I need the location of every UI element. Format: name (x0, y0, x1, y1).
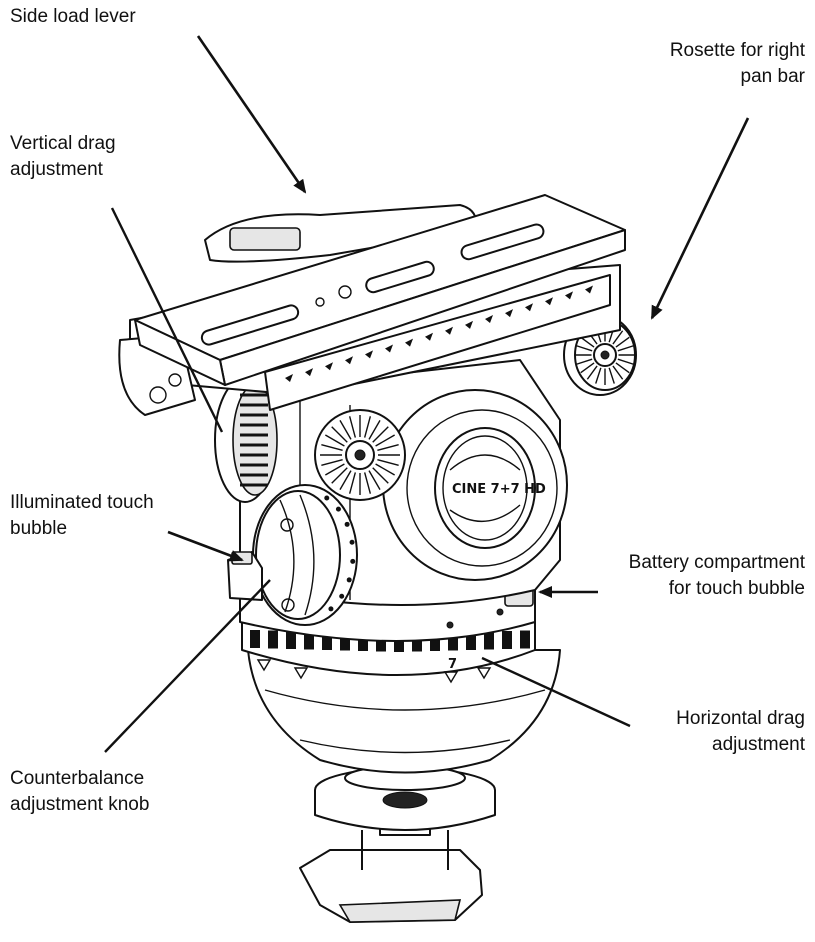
ring-rib (412, 633, 422, 652)
rosette-tooth (615, 336, 630, 348)
label-side-load-lever: Side load lever (10, 6, 136, 27)
camera-plate (118, 194, 626, 416)
leader-horizontal-drag (481, 656, 631, 728)
label-horizontal-drag-adjustment: Horizontal drag adjustment (676, 708, 805, 755)
label-vertical-drag-adjustment: Vertical drag adjustment (10, 133, 116, 180)
counterbalance-tick (349, 539, 355, 545)
rosette-tooth (612, 330, 624, 345)
plate-scale (264, 274, 611, 411)
ring-rib (322, 632, 332, 650)
scale-mark (445, 326, 453, 335)
ring-rib (466, 632, 476, 650)
rosette-tooth (363, 472, 372, 494)
rosette-tooth (612, 365, 624, 380)
rosette-tooth (586, 365, 598, 380)
counterbalance-tick (350, 558, 356, 564)
ring-rib (484, 631, 494, 650)
bowl-clamp-handle (299, 830, 483, 923)
ring-rib (448, 632, 458, 651)
horizontal-drag-ring: 7 (241, 619, 536, 684)
rosette-tooth (608, 367, 615, 384)
label-counterbalance-knob: Counterbalance adjustment knob (10, 768, 150, 815)
rosette-tooth (368, 470, 381, 490)
side-cover: CINE 7+7 HD (382, 389, 568, 581)
scale-mark (365, 350, 373, 359)
arrow-side-load-lever (196, 35, 307, 194)
label-illuminated-touch-bubble: Illuminated touch bubble (10, 492, 154, 539)
arrow-rosette-right (650, 117, 750, 320)
scale-mark (325, 362, 333, 371)
scale-mark (525, 303, 533, 312)
logo-badge (434, 427, 536, 549)
scale-mark (285, 374, 293, 382)
label-rosette-right-pan-bar: Rosette for right pan bar (669, 40, 805, 87)
rosette-tooth (576, 345, 593, 352)
rosette-tooth (363, 416, 372, 438)
rosette-tooth (576, 358, 593, 365)
scale-mark (585, 285, 593, 294)
scale-mark (565, 291, 573, 300)
scale-mark (505, 309, 513, 318)
counterbalance-tick (344, 521, 350, 527)
rosette-tooth (372, 467, 389, 484)
rosette-tooth (321, 458, 343, 467)
ring-rib (394, 634, 404, 652)
arrow-touch-bubble (167, 530, 244, 562)
scale-mark (305, 368, 313, 377)
half-ball-bowl (247, 649, 561, 774)
counterbalance-tick (339, 593, 345, 599)
ring-rib (520, 630, 530, 649)
rosette-tooth (368, 420, 381, 440)
leader-counterbalance (104, 579, 271, 753)
ring-rib (430, 633, 440, 651)
ring-rib (502, 631, 512, 649)
rosette-tooth (339, 420, 352, 440)
rosette-tooth (617, 358, 634, 365)
scale-mark (345, 356, 353, 365)
counterbalance-tick (324, 495, 330, 501)
counterbalance-tick (328, 606, 334, 612)
label-battery-compartment: Battery compartment for touch bubble (628, 552, 805, 599)
ring-rib (250, 630, 260, 648)
rosette-left (314, 409, 406, 501)
rosette-tooth (375, 463, 395, 476)
rosette-tooth (339, 470, 352, 490)
drag-dial-digit: 7 (448, 657, 457, 672)
ring-rib (358, 633, 368, 651)
ring-rib (286, 631, 296, 649)
scale-mark (385, 344, 393, 353)
ring-rib (304, 631, 314, 650)
counterbalance-knob (252, 484, 358, 626)
ring-rib (268, 630, 278, 649)
product-marking-text: CINE 7+7 HD (452, 482, 546, 497)
rosette-tooth (375, 434, 395, 447)
ring-rib (340, 632, 350, 651)
scale-mark (465, 320, 473, 329)
rosette-tooth (372, 426, 389, 443)
rosette-tooth (377, 443, 399, 452)
rosette-tooth (348, 472, 357, 494)
rosette-tooth (580, 362, 595, 374)
rosette-tooth (595, 367, 602, 384)
rosette-tooth (325, 434, 345, 447)
rosette-tooth (331, 467, 348, 484)
rosette-tooth (321, 443, 343, 452)
rosette-tooth (580, 336, 595, 348)
scale-mark (545, 297, 553, 306)
vertical-drag-knob (214, 377, 278, 503)
scale-mark (405, 338, 413, 347)
rosette-tooth (617, 345, 634, 352)
scale-mark (425, 332, 433, 341)
rosette-tooth (348, 416, 357, 438)
rosette-tooth (377, 458, 399, 467)
counterbalance-tick (335, 506, 341, 512)
scale-mark (485, 315, 493, 323)
rosette-tooth (331, 426, 348, 443)
rosette-tooth (325, 463, 345, 476)
leader-vertical-drag (110, 207, 224, 433)
counterbalance-tick (346, 577, 352, 583)
rosette-tooth (615, 362, 630, 374)
ring-rib (376, 633, 386, 652)
